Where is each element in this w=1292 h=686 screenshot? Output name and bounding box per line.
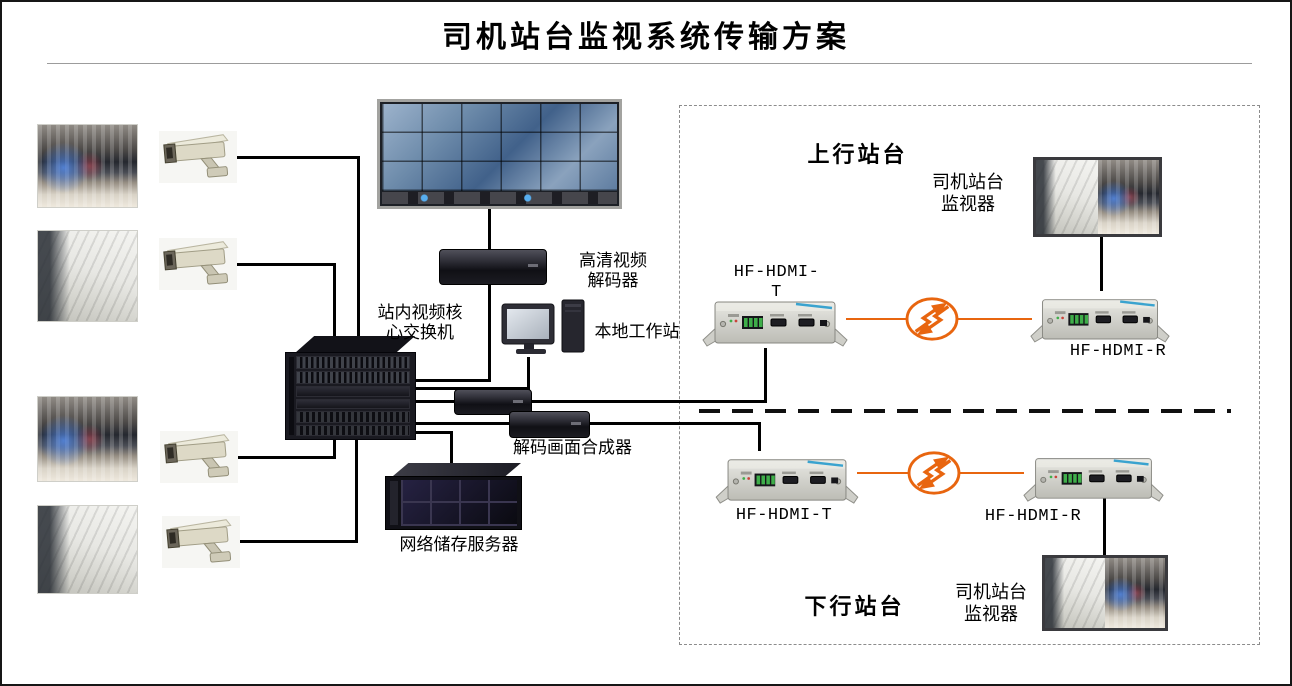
switch-module-slot [296,398,410,410]
video-wall-control-deck [382,192,617,204]
hdmi-transceiver-icon [1022,447,1165,503]
connection-line [1103,498,1106,556]
switch-rail [289,357,294,435]
platform-photo-3 [37,396,138,482]
core-switch-label: 站内视频核 心交换机 [377,303,463,343]
driver-monitor-up [1033,157,1162,237]
decode-compositor-1 [454,389,532,415]
connection-line [333,263,336,339]
network-storage-server [385,476,522,530]
local-workstation [500,298,588,360]
connection-line [234,540,358,543]
video-wall-screens [382,104,617,191]
switch-port-row [296,411,410,423]
connection-line [764,348,767,403]
up-receiver-label: HF-HDMI-R [1069,342,1167,361]
connection-line [488,208,491,250]
monitor-feed-right [1097,160,1159,234]
compositor-led [571,422,581,425]
down-receiver-label: HF-HDMI-R [984,507,1082,526]
platform-photo-1 [37,124,138,208]
down-driver-monitor-label: 司机站台 监视器 [955,582,1027,624]
hdmi-fiber-receiver-down [1022,447,1165,503]
workstation-icon [500,298,588,360]
connection-line [1100,235,1103,291]
compositor-led [513,399,523,403]
hdmi-transceiver-icon [715,448,859,505]
diagram-title: 司机站台监视系统传输方案 [442,21,850,54]
video-wall [377,99,622,209]
hdmi-fiber-receiver-up [1030,288,1170,344]
connection-line [230,263,336,266]
cctv-camera-4 [162,516,240,568]
connection-line [355,439,358,543]
core-switch [285,352,416,440]
cctv-camera-icon [159,238,237,290]
up-platform-section-label: 上行站台 [807,142,908,167]
platform-photo-2 [37,230,138,322]
connection-line [415,431,453,434]
connection-line [527,357,530,390]
monitor-feed-left [1045,558,1105,628]
up-driver-monitor-label: 司机站台 监视器 [932,172,1004,214]
cctv-camera-2 [159,238,237,290]
connection-line [230,456,336,459]
decode-compositor-label: 解码画面合成器 [513,438,632,457]
up-transmitter-label: HF-HDMI-T [733,263,820,303]
hd-video-decoder [439,249,547,285]
decoder-led [528,263,538,267]
core-switch-top [295,336,415,353]
decode-compositor-2 [509,411,590,438]
cctv-camera-icon [162,516,240,568]
platform-photo-4 [37,505,138,594]
hd-video-decoder-label: 高清视频 解码器 [579,251,647,291]
connection-line [488,282,491,382]
platform-zone-box [679,105,1260,645]
fiber-link-icon [906,449,962,497]
fiber-link-icon [904,295,960,343]
server-rail [390,481,398,525]
network-storage-server-label: 网络储存服务器 [399,535,519,554]
connection-line [415,379,491,382]
down-transmitter-label: HF-HDMI-T [735,506,833,525]
switch-module-slot [296,386,410,397]
connection-line [450,431,453,468]
hdmi-transceiver-icon [1030,288,1170,344]
connection-line [357,156,360,339]
connection-line [415,387,530,390]
connection-line [415,400,767,403]
switch-port-row [296,371,410,385]
cctv-camera-icon [160,431,238,483]
switch-port-row [296,424,410,436]
title-divider [47,63,1252,64]
cctv-camera-3 [160,431,238,483]
storage-server-top [393,463,521,476]
monitor-feed-right [1105,558,1165,628]
connection-line [758,422,761,451]
zone-divider-dashed-line [699,409,1231,413]
driver-monitor-down [1042,555,1168,631]
monitor-feed-left [1036,160,1098,234]
connection-line [230,156,360,159]
hdmi-fiber-transmitter-down [715,448,859,505]
server-drive-bays [401,480,517,526]
cctv-camera-icon [159,131,237,183]
local-workstation-label: 本地工作站 [594,322,680,341]
cctv-camera-1 [159,131,237,183]
switch-port-row [296,356,410,370]
down-platform-section-label: 下行站台 [804,594,905,619]
connection-line [333,439,336,459]
